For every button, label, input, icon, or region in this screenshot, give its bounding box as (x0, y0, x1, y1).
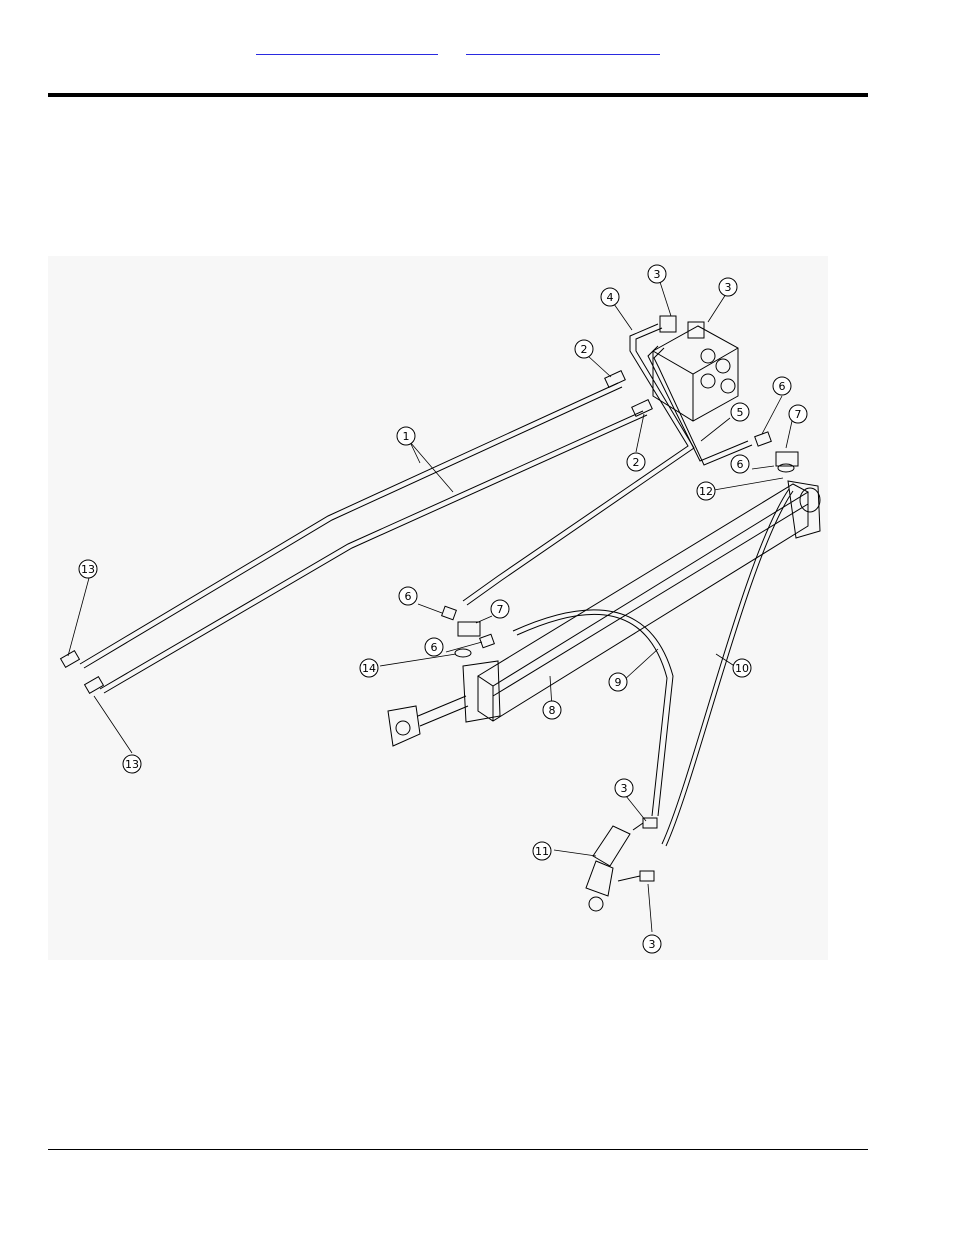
washer-14 (455, 649, 471, 657)
nav-link-1[interactable] (256, 38, 438, 55)
callout-3-valve-right: 3 (725, 281, 732, 294)
callout-9: 9 (615, 676, 622, 689)
valve-block (653, 326, 738, 421)
callout-13-upper: 13 (81, 563, 95, 576)
header-rule (48, 93, 868, 97)
fitting-3a (660, 316, 676, 332)
callout-6-lower-b: 6 (431, 641, 438, 654)
callout-8: 8 (549, 704, 556, 717)
callout-5: 5 (737, 406, 744, 419)
callout-6-upper: 6 (779, 380, 786, 393)
hydraulic-parts-diagram: 1 2 2 3 3 3 3 4 5 6 6 6 6 7 7 8 9 10 11 … (48, 256, 828, 960)
callout-2-upper: 2 (581, 343, 588, 356)
callout-10: 10 (735, 662, 749, 675)
cylinder-8 (478, 484, 808, 686)
hose-10 (666, 491, 793, 846)
callout-3-small-cyl-top: 3 (621, 782, 628, 795)
callout-13-lower: 13 (125, 758, 139, 771)
callout-3-valve-left: 3 (654, 268, 661, 281)
callout-11: 11 (535, 845, 549, 858)
callout-7-lower: 7 (497, 603, 504, 616)
rod-clevis (388, 706, 420, 746)
callout-4: 4 (607, 291, 614, 304)
footer-rule (48, 1149, 868, 1150)
nav-link-2[interactable] (466, 38, 660, 55)
callout-6-lower: 6 (405, 590, 412, 603)
hose-9 (513, 610, 673, 816)
callout-1: 1 (403, 430, 410, 443)
callout-3-small-cyl-bottom: 3 (649, 938, 656, 951)
callout-2-lower: 2 (633, 456, 640, 469)
callout-6-upper-b: 6 (737, 458, 744, 471)
hose-5 (648, 346, 748, 461)
diagram-svg: 1 2 2 3 3 3 3 4 5 6 6 6 6 7 7 8 9 10 11 … (48, 256, 828, 960)
callout-14: 14 (362, 662, 376, 675)
callout-12: 12 (699, 485, 713, 498)
fitting-tee-7-lower (458, 622, 480, 636)
cylinder-11 (593, 826, 630, 866)
callout-7-upper: 7 (795, 408, 802, 421)
hose-4 (463, 324, 688, 601)
